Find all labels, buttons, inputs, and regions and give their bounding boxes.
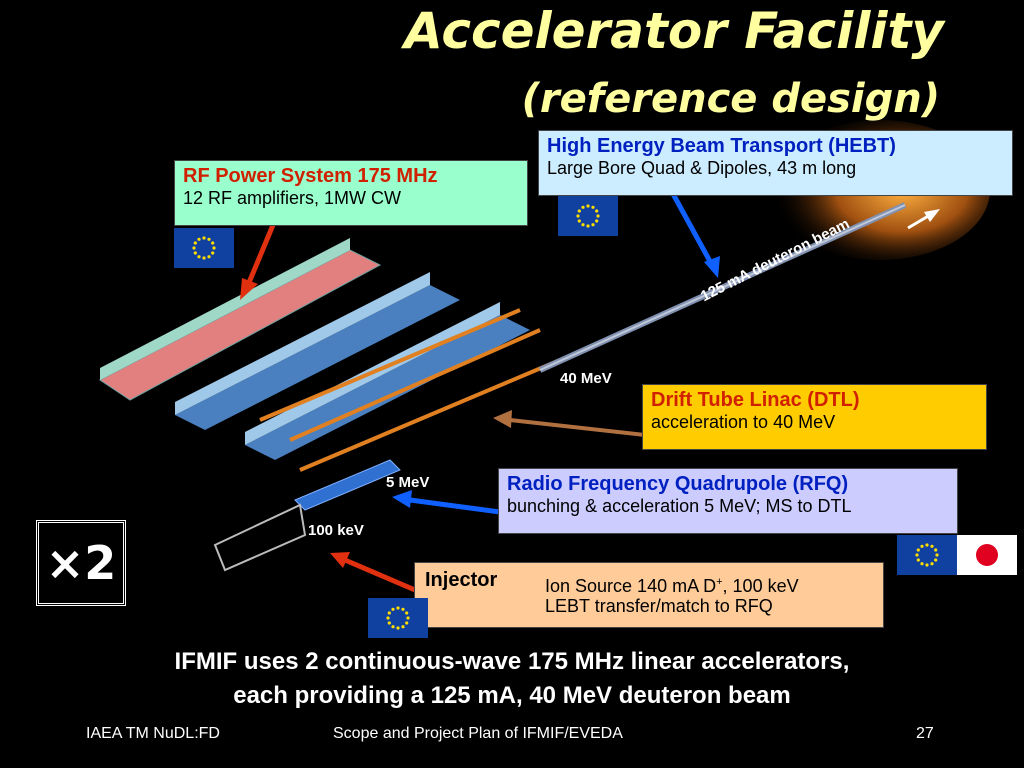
eu-flag-icon [368, 598, 428, 638]
rf-amplifier-rows [99, 238, 530, 460]
injector-line1-text: Ion Source 140 mA D [545, 576, 717, 596]
eu-flag-icon [897, 535, 957, 575]
summary-line-2: each providing a 125 mA, 40 MeV deuteron… [233, 682, 791, 709]
rfq-text: bunching & acceleration 5 MeV; MS to DTL [507, 496, 852, 516]
slide-subtitle: (reference design) [521, 76, 940, 122]
footer-center: Scope and Project Plan of IFMIF/EVEDA [333, 725, 623, 742]
waveguide-structure [259, 308, 561, 472]
hebt-heading: High Energy Beam Transport (HEBT) [547, 135, 896, 157]
energy-label-40mev: 40 MeV [560, 370, 612, 387]
japan-flag-icon [957, 535, 1017, 575]
injector-frame [213, 503, 307, 572]
rf-power-callout: RF Power System 175 MHz 12 RF amplifiers… [174, 160, 528, 226]
page-number: 27 [916, 725, 934, 742]
eu-flag-icon [558, 196, 618, 236]
injector-heading: Injector [425, 569, 498, 591]
footer-left: IAEA TM NuDL:FD [86, 725, 220, 742]
hebt-callout: High Energy Beam Transport (HEBT) Large … [538, 130, 1013, 196]
rfq-heading: Radio Frequency Quadrupole (RFQ) [507, 473, 849, 495]
linac-segment [294, 459, 401, 511]
rf-power-text: 12 RF amplifiers, 1MW CW [183, 188, 402, 208]
rf-power-heading: RF Power System 175 MHz [183, 165, 438, 187]
summary-line-1: IFMIF uses 2 continuous-wave 175 MHz lin… [174, 648, 850, 675]
rfq-callout: Radio Frequency Quadrupole (RFQ) bunchin… [498, 468, 958, 534]
hebt-text: Large Bore Quad & Dipoles, 43 m long [547, 158, 857, 178]
callout-arrows [240, 190, 940, 593]
dtl-text: acceleration to 40 MeV [651, 412, 836, 432]
dtl-callout: Drift Tube Linac (DTL) acceleration to 4… [642, 384, 987, 450]
slide-title: Accelerator Facility [404, 2, 944, 60]
multiplier-badge: ×2 [36, 520, 126, 606]
injector-line1-rest: , 100 keV [722, 576, 799, 596]
injector-line2: LEBT transfer/match to RFQ [545, 596, 773, 616]
injector-callout: Injector Ion Source 140 mA D+, 100 keV L… [414, 562, 884, 628]
injector-line1-sup: + [716, 576, 723, 588]
energy-label-100kev: 100 keV [308, 522, 364, 539]
hebt-beamline [538, 202, 907, 373]
injector-line1: Ion Source 140 mA D+, 100 keV [545, 571, 799, 597]
dtl-heading: Drift Tube Linac (DTL) [651, 389, 860, 411]
eu-flag-icon [174, 228, 234, 268]
energy-label-5mev: 5 MeV [386, 474, 430, 491]
